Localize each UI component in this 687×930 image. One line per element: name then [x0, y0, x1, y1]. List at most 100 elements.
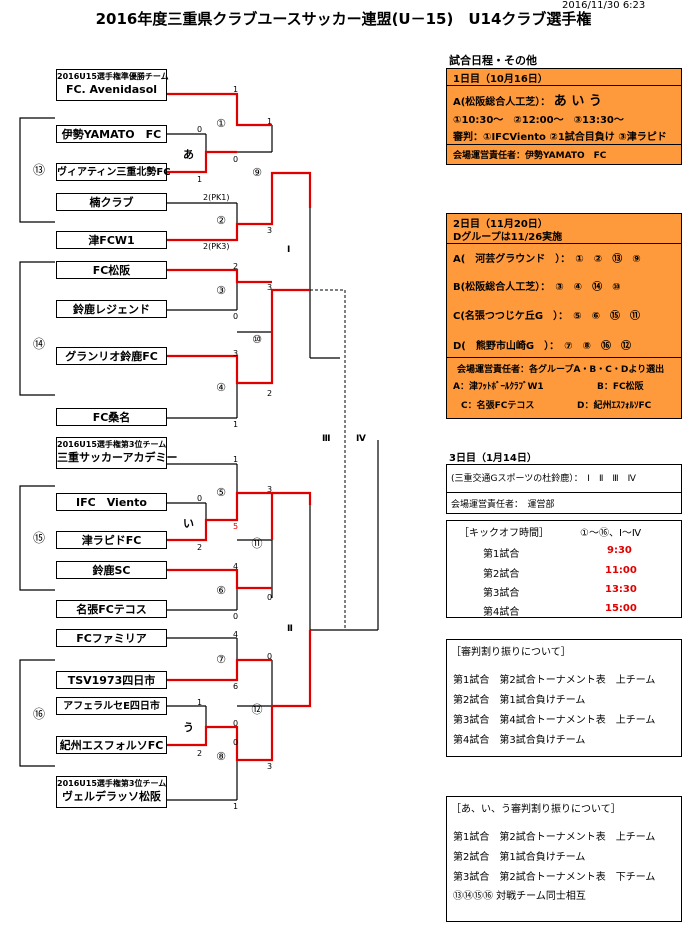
kickoff-match: 第1試合	[483, 549, 520, 560]
aiu-referee-rule: 第3試合 第2試合トーナメント表 下チーム	[453, 872, 656, 883]
day3-panel: (三重交通Gスポーツの杜鈴鹿）： Ⅰ Ⅱ Ⅲ Ⅳ 会場運営責任者： 運営部	[446, 464, 682, 514]
day2-venue-a: A( 河芸グラウンド ）： ① ② ⑬ ⑨	[453, 254, 641, 265]
match-number: ①	[216, 117, 226, 130]
team-box: ヴィアティン三重北勢FC	[56, 163, 171, 181]
match-number: ②	[216, 214, 226, 227]
score: 2(PK1)	[203, 193, 230, 202]
team-box-academy: 2016U15選手権第3位チーム 三重サッカーアカデミー	[56, 437, 178, 469]
match-number: ⑫	[251, 703, 263, 716]
match-number: ⑥	[216, 584, 226, 597]
score: 0	[267, 593, 273, 602]
kickoff-match: 第4試合	[483, 607, 520, 618]
score: 0	[197, 125, 203, 134]
score: 5	[233, 522, 239, 531]
team-box: グランリオ鈴鹿FC	[56, 347, 167, 365]
day1-venue: A(松阪総合人工芝）： あ い う	[453, 90, 602, 109]
day2-title: 2日目（11月20日）	[453, 219, 548, 230]
team-box-verdelasso: 2016U15選手権第3位チーム ヴェルデラッソ松阪	[56, 776, 167, 808]
match-number: ⑤	[216, 486, 226, 499]
team-box: FCファミリア	[56, 629, 167, 647]
referee-rule: 第1試合 第2試合トーナメント表 上チーム	[453, 675, 656, 686]
day2-manager-a: A：津ﾌｯﾄﾎﾞｰﾙｸﾗﾌﾞW1	[453, 382, 544, 392]
match-number: ⑦	[216, 653, 226, 666]
aiu-referee-rule: ⑬⑭⑮⑯ 対戦チーム同士相互	[453, 891, 586, 902]
day3-title: 3日目（1月14日）	[449, 453, 537, 464]
match-number: ⑧	[216, 750, 226, 763]
kickoff-time: 9:30	[607, 545, 632, 556]
kickoff-match: 第3試合	[483, 588, 520, 599]
day2-venue-b: B(松阪総合人工芝）： ③ ④ ⑭ ⑩	[453, 282, 621, 293]
score: 3	[267, 485, 273, 494]
team-box: 紀州エスフォルソFC	[56, 736, 167, 754]
round-label: Ⅲ	[322, 434, 331, 444]
team-box: 津ラピドFC	[56, 531, 167, 549]
kickoff-match: 第2試合	[483, 569, 520, 580]
team-name: ヴェルデラッソ松阪	[62, 790, 161, 803]
day2-note: Dグループは11/26実施	[453, 232, 563, 243]
team-box: 鈴鹿レジェンド	[56, 300, 167, 318]
aiu-referee-rule: 第1試合 第2試合トーナメント表 上チーム	[453, 832, 656, 843]
score: 1	[267, 117, 273, 126]
day2-venue-c: C(名張つつじケ丘G ）： ⑤ ⑥ ⑮ ⑪	[453, 311, 641, 322]
score: 0	[233, 155, 239, 164]
score: 3	[267, 283, 273, 292]
score: 6	[233, 682, 239, 691]
timestamp: 2016/11/30 6:23	[562, 0, 646, 11]
day1-manager: 会場運営責任者：伊勢YAMATO FC	[453, 151, 607, 161]
aiu-referee-panel: ［あ、い、う審判割り振りについて］ 第1試合 第2試合トーナメント表 上チーム …	[446, 796, 682, 922]
team-box: 津FCW1	[56, 231, 167, 249]
kickoff-time: 15:00	[605, 603, 637, 614]
team-box: アフェラルセE四日市	[56, 697, 167, 715]
score: 1	[233, 85, 239, 94]
day1-times: ①10:30～ ②12:00～ ③13:30～	[453, 115, 624, 126]
score: 3	[233, 349, 239, 358]
group-label: ⑭	[33, 337, 46, 351]
round-label: Ⅳ	[356, 434, 366, 444]
day1-venue-groups: あ い う	[553, 94, 602, 109]
kickoff-range: ①～⑯、Ⅰ～Ⅳ	[580, 528, 642, 539]
day2-manager: 会場運営責任者：各グループA・B・C・Dより選出	[457, 365, 665, 375]
score: 0	[233, 612, 239, 621]
score: 0	[233, 738, 239, 747]
team-box: 伊勢YAMATO FC	[56, 125, 167, 143]
sub-group-label: う	[183, 721, 194, 734]
score: 4	[233, 630, 239, 639]
referee-rule: 第3試合 第4試合トーナメント表 上チーム	[453, 715, 656, 726]
score: 0	[233, 719, 239, 728]
day2-venue-d: D( 熊野市山崎G ）： ⑦ ⑧ ⑯ ⑫	[453, 341, 632, 352]
score: 1	[233, 420, 239, 429]
score: 1	[233, 455, 239, 464]
team-box: IFC Viento	[56, 493, 167, 511]
match-number: ⑪	[251, 537, 263, 550]
match-number: ③	[216, 284, 226, 297]
day2-panel: 2日目（11月20日） Dグループは11/26実施 A( 河芸グラウンド ）： …	[446, 213, 682, 419]
team-box: 鈴鹿SC	[56, 561, 167, 579]
score: 2(PK3)	[203, 242, 230, 251]
schedule-header: 試合日程・その他	[449, 54, 537, 67]
kickoff-time: 11:00	[605, 565, 637, 576]
match-number: ⑨	[252, 166, 262, 179]
score: 2	[197, 749, 203, 758]
page-title: 2016年度三重県クラブユースサッカー連盟(U－15) U14クラブ選手権	[95, 10, 592, 28]
score: 3	[267, 762, 273, 771]
day1-venue-label: A(松阪総合人工芝）：	[453, 97, 551, 108]
group-label: ⑯	[33, 707, 46, 721]
match-number: ⑩	[252, 333, 262, 346]
score: 0	[197, 494, 203, 503]
day3-manager: 会場運営責任者： 運営部	[451, 500, 555, 510]
score: 1	[197, 698, 203, 707]
score: 4	[233, 562, 239, 571]
day1-panel: 1日目（10月16日） A(松阪総合人工芝）： あ い う ①10:30～ ②1…	[446, 68, 682, 165]
team-name: FC. Avenidasol	[65, 83, 158, 96]
aiu-referee-title: ［あ、い、う審判割り振りについて］	[451, 804, 621, 815]
group-label: ⑬	[33, 163, 46, 177]
score: 2	[233, 262, 239, 271]
aiu-referee-rule: 第2試合 第1試合負けチーム	[453, 852, 586, 863]
day1-title: 1日目（10月16日）	[453, 74, 548, 85]
kickoff-title: ［キックオフ時間］	[459, 528, 549, 539]
day3-venue: (三重交通Gスポーツの杜鈴鹿）： Ⅰ Ⅱ Ⅲ Ⅳ	[451, 474, 636, 484]
day2-manager-d: D：紀州ｴｽﾌｫﾙｿFC	[577, 401, 652, 411]
score: 1	[233, 802, 239, 811]
team-box: 楠クラブ	[56, 193, 167, 211]
